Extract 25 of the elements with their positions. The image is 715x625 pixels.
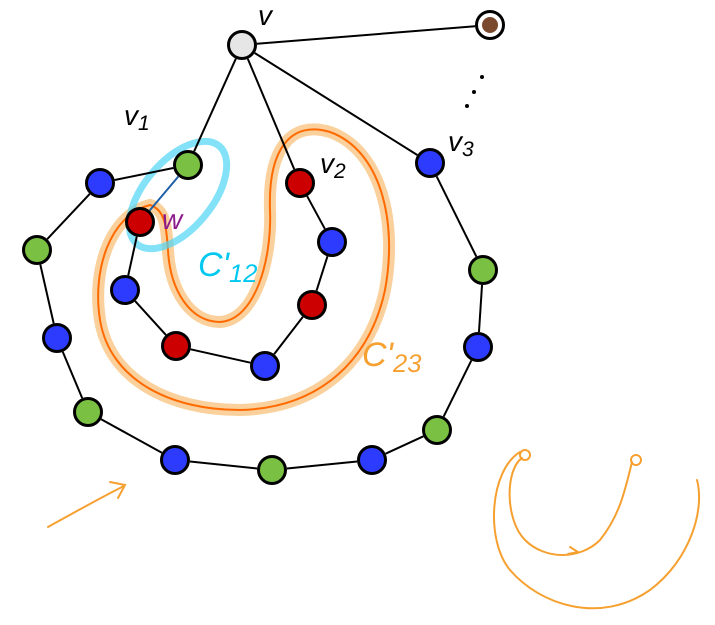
edge-line xyxy=(39,264,55,324)
edge-line xyxy=(442,360,472,417)
edge-line xyxy=(193,58,237,152)
vertex-label: v$_{2}$ xyxy=(320,150,346,178)
edge-line xyxy=(256,25,476,45)
edge-line xyxy=(62,351,84,399)
edge-line xyxy=(190,460,258,470)
vertex-label: v$_{1}$ xyxy=(124,102,150,130)
edge-line xyxy=(114,167,174,181)
edge-line xyxy=(127,236,138,276)
vertex-label: w xyxy=(162,206,182,234)
edge-line xyxy=(316,256,328,291)
edge-line xyxy=(134,300,167,336)
edge-line xyxy=(385,435,424,455)
edge-line xyxy=(436,176,478,257)
edge-line xyxy=(46,193,90,240)
curve-label: C'$_{12}$ xyxy=(198,248,258,282)
edge-line xyxy=(286,460,358,470)
vertex-label: v xyxy=(258,2,272,30)
edge-line xyxy=(246,58,296,170)
curve-label: C'$_{23}$ xyxy=(362,338,422,372)
edge-line xyxy=(190,348,251,364)
edge-line xyxy=(306,196,326,230)
vertex-label: v$_{3}$ xyxy=(448,128,474,156)
edge-line xyxy=(478,284,484,332)
